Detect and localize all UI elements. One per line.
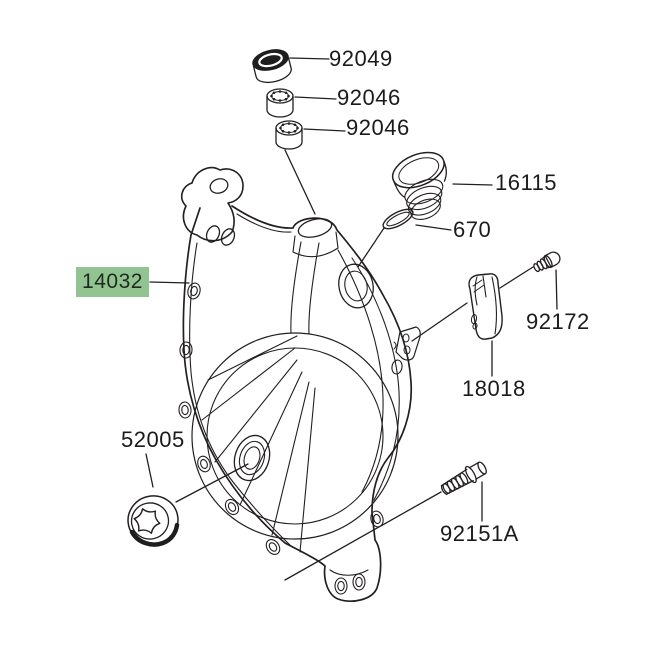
part-label-92046-lower: 92046 <box>346 115 410 140</box>
guide-plate-drawing <box>468 273 503 340</box>
part-label-92049: 92049 <box>329 46 393 71</box>
part-label-670: 670 <box>453 217 492 242</box>
part-label-14032-text: 14032 <box>82 270 143 293</box>
cover-bolt-holes <box>178 282 403 595</box>
oil-seal-drawing <box>252 49 292 84</box>
part-label-92151A: 92151A <box>440 521 519 546</box>
clutch-cover-drawing <box>178 166 421 602</box>
part-label-52005: 52005 <box>121 427 185 452</box>
flanged-bolt-drawing <box>440 461 487 495</box>
bushing-drawing-2 <box>275 120 303 150</box>
part-label-92046-upper: 92046 <box>337 85 401 110</box>
part-label-16115: 16115 <box>495 170 558 195</box>
oil-filler-cap-drawing <box>391 151 448 220</box>
bushing-drawing-1 <box>266 88 294 118</box>
part-label-18018: 18018 <box>462 376 526 401</box>
part-label-92172: 92172 <box>526 309 590 334</box>
o-ring-drawing <box>382 208 414 230</box>
sight-glass-drawing <box>127 495 180 547</box>
screw-drawing <box>533 251 561 273</box>
highlighted-part-label-14032: 14032 <box>76 267 149 297</box>
cover-ribs <box>201 335 316 553</box>
